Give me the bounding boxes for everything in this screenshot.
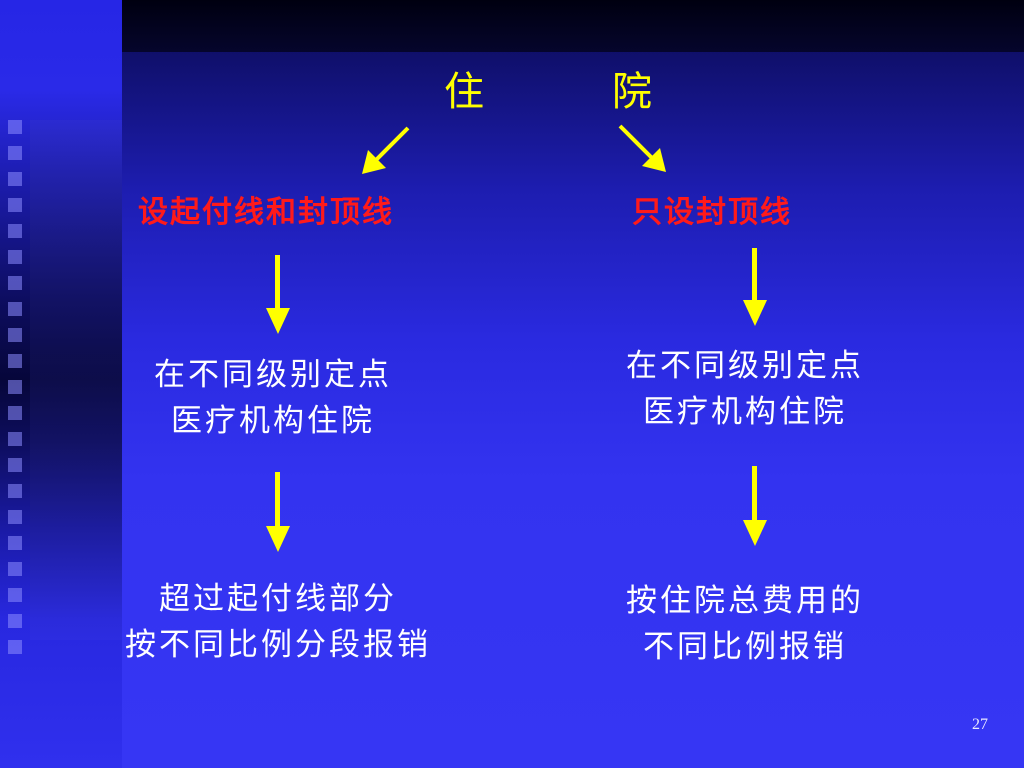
decorative-square (8, 588, 22, 602)
decorative-square (8, 198, 22, 212)
left-step1-line1: 在不同级别定点 (154, 357, 392, 393)
decorative-square (8, 614, 22, 628)
decorative-square (8, 302, 22, 316)
decorative-square (8, 562, 22, 576)
decorative-square (8, 406, 22, 420)
left-step2-line1: 超过起付线部分 (159, 581, 397, 617)
left-step1-line2: 医疗机构住院 (171, 403, 375, 439)
decorative-square (8, 224, 22, 238)
decorative-square (8, 380, 22, 394)
decorative-square (8, 276, 22, 290)
decorative-square (8, 120, 22, 134)
decorative-square (8, 432, 22, 446)
decorative-square (8, 458, 22, 472)
top-bar (122, 0, 1024, 52)
decorative-square (8, 146, 22, 160)
right-step2-line1: 按住院总费用的 (626, 583, 864, 619)
decorative-square (8, 328, 22, 342)
decorative-square (8, 510, 22, 524)
decorative-square (8, 354, 22, 368)
right-step1: 在不同级别定点 医疗机构住院 (590, 343, 900, 435)
right-step2: 按住院总费用的 不同比例报销 (590, 578, 900, 670)
right-step1-line2: 医疗机构住院 (643, 394, 847, 430)
decorative-square (8, 536, 22, 550)
decorative-square (8, 640, 22, 654)
left-decorative-strip (0, 0, 122, 768)
decorative-square (8, 484, 22, 498)
left-branch-label: 设起付线和封顶线 (138, 195, 394, 230)
decorative-square (8, 172, 22, 186)
decorative-square (8, 250, 22, 264)
right-step2-line2: 不同比例报销 (643, 629, 847, 665)
strip-shading (30, 120, 122, 640)
left-step1: 在不同级别定点 医疗机构住院 (118, 352, 428, 444)
right-branch-label: 只设封顶线 (632, 195, 792, 230)
strip-squares (8, 120, 28, 680)
page-number: 27 (972, 716, 988, 733)
left-step2: 超过起付线部分 按不同比例分段报销 (88, 576, 468, 668)
left-step2-line2: 按不同比例分段报销 (125, 627, 431, 663)
slide-title: 住 院 (444, 69, 696, 115)
right-step1-line1: 在不同级别定点 (626, 348, 864, 384)
